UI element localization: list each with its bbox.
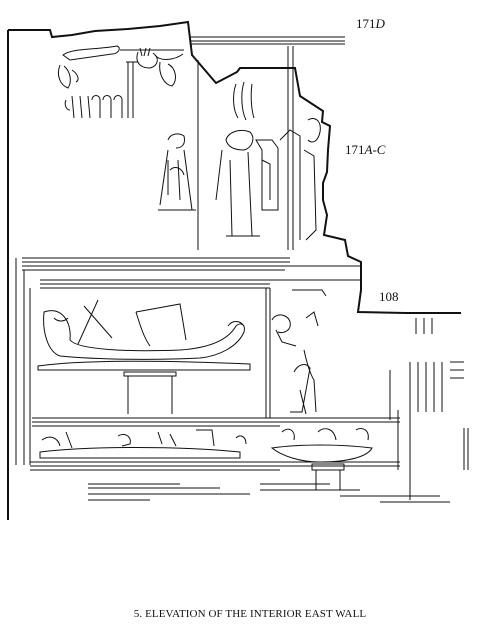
reference-label-108: 108	[379, 289, 399, 304]
ref-171d-number: 171	[356, 16, 376, 31]
mid-bands	[15, 257, 362, 465]
broken-wall-outline	[8, 20, 461, 314]
offering-figure	[271, 289, 327, 415]
reference-label-171a-c: 171A-C	[345, 142, 385, 158]
figure-caption: 5. ELEVATION OF THE INTERIOR EAST WALL	[133, 608, 367, 620]
sacred-bark-left	[37, 299, 251, 414]
right-pillars	[389, 318, 469, 500]
ground-lines	[88, 483, 450, 503]
ref-171ac-number: 171	[345, 142, 365, 157]
lower-register	[30, 417, 400, 490]
upper-register-bands	[120, 36, 345, 51]
ref-171ac-letters: A-C	[364, 142, 386, 157]
ref-171d-letter: D	[375, 16, 385, 31]
upper-left-figures	[57, 45, 184, 119]
reference-label-171d: 171D	[356, 16, 385, 32]
standing-figures	[158, 46, 321, 250]
